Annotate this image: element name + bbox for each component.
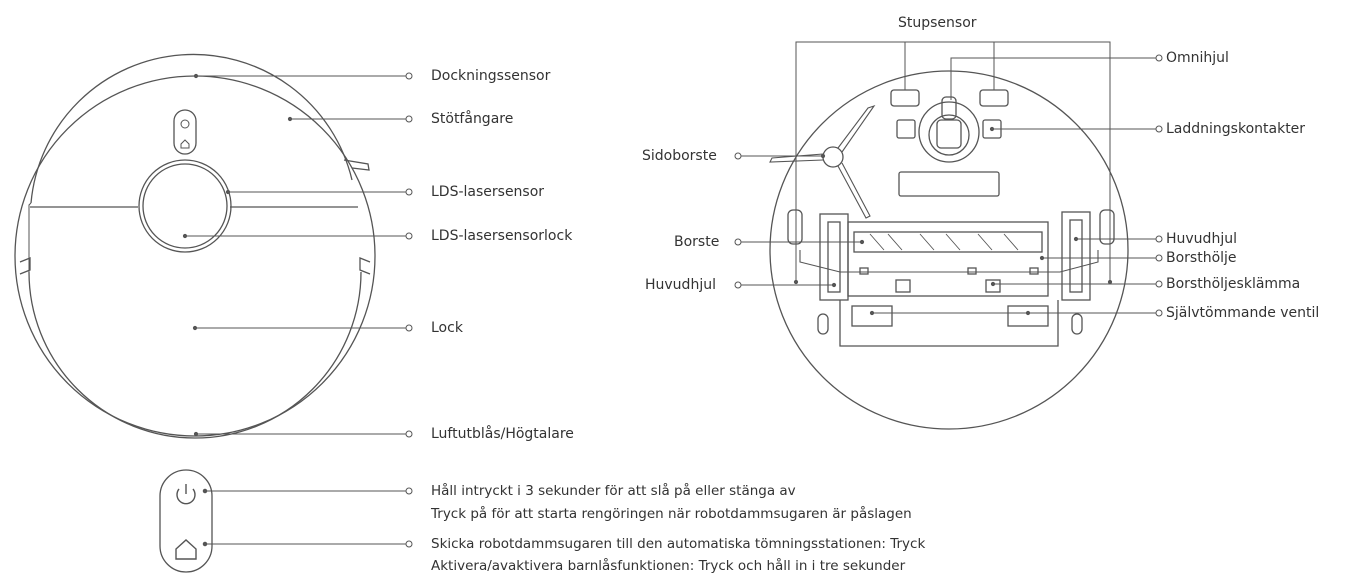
home-icon	[175, 539, 197, 560]
omni-wheel-housing	[918, 101, 980, 163]
side-brush-hub	[822, 146, 844, 168]
main-brush	[853, 231, 1043, 253]
label-lds-cover: LDS-lasersensorlock	[431, 228, 573, 244]
lower-base-plate	[839, 300, 1059, 347]
lds-tower-outer	[138, 159, 232, 253]
label-air-outlet: Luftutblås/Högtalare	[431, 426, 574, 442]
label-self-empty-valve: Självtömmande ventil	[1166, 305, 1320, 321]
home-button-description-2: Aktivera/avaktivera barnlåsfunktionen: T…	[431, 558, 906, 574]
self-empty-valve-left	[851, 305, 893, 327]
main-brush-cover	[847, 221, 1049, 297]
robot-outer-body	[14, 75, 376, 437]
side-brush-arm-3	[837, 162, 871, 219]
brush-cover-clip-right	[985, 279, 1001, 293]
label-brush-cover: Borsthölje	[1166, 250, 1237, 266]
label-docking-sensor: Dockningssensor	[431, 68, 551, 84]
label-charging-contacts: Laddningskontakter	[1166, 121, 1306, 137]
label-side-brush: Sidoborste	[642, 148, 717, 164]
bumper-right-notch	[359, 257, 371, 275]
power-button-description-1: Håll intryckt i 3 sekunder för att slå p…	[431, 483, 796, 499]
charging-contact-left	[896, 119, 916, 139]
label-cliff-sensor: Stupsensor	[898, 15, 977, 31]
cliff-sensor-right	[979, 89, 1009, 107]
brush-cover-clip-left	[895, 279, 911, 293]
label-omni-wheel: Omnihjul	[1166, 50, 1229, 66]
robot-top-view	[14, 53, 376, 439]
bumper-left-notch	[19, 257, 31, 275]
lid-lower-arc	[28, 271, 362, 439]
label-lds-sensor: LDS-lasersensor	[431, 184, 545, 200]
home-button-description-1: Skicka robotdammsugaren till den automat…	[431, 536, 926, 552]
side-brush-tip	[343, 159, 370, 171]
label-brush-cover-clip: Borsthöljesklämma	[1166, 276, 1301, 292]
label-lid: Lock	[431, 320, 463, 336]
top-view-leaders	[182, 72, 413, 438]
omni-wheel	[936, 119, 962, 149]
lds-tower-inner	[142, 163, 228, 249]
power-icon	[176, 488, 196, 505]
label-main-wheel-right: Huvudhjul	[1166, 231, 1237, 247]
power-button-description-2: Tryck på för att starta rengöringen när …	[431, 506, 912, 522]
power-mini-icon	[180, 119, 190, 129]
label-main-wheel-left: Huvudhjul	[645, 277, 716, 293]
main-wheel-right	[1061, 211, 1091, 301]
label-bumper: Stötfångare	[431, 111, 514, 127]
button-panel	[159, 469, 413, 573]
label-brush: Borste	[674, 234, 720, 250]
bumper-top-arc	[30, 53, 353, 204]
side-brush-arm-2	[837, 104, 876, 153]
robot-underside-body	[769, 70, 1129, 430]
self-empty-valve-right	[1007, 305, 1049, 327]
home-mini-icon	[180, 139, 190, 149]
button-capsule-top	[173, 109, 197, 155]
bottom-view-leaders	[734, 41, 1163, 317]
robot-bottom-view	[769, 70, 1129, 430]
main-wheel-left	[819, 213, 849, 301]
cliff-sensor-left	[890, 89, 920, 107]
label-plate	[898, 171, 1000, 197]
